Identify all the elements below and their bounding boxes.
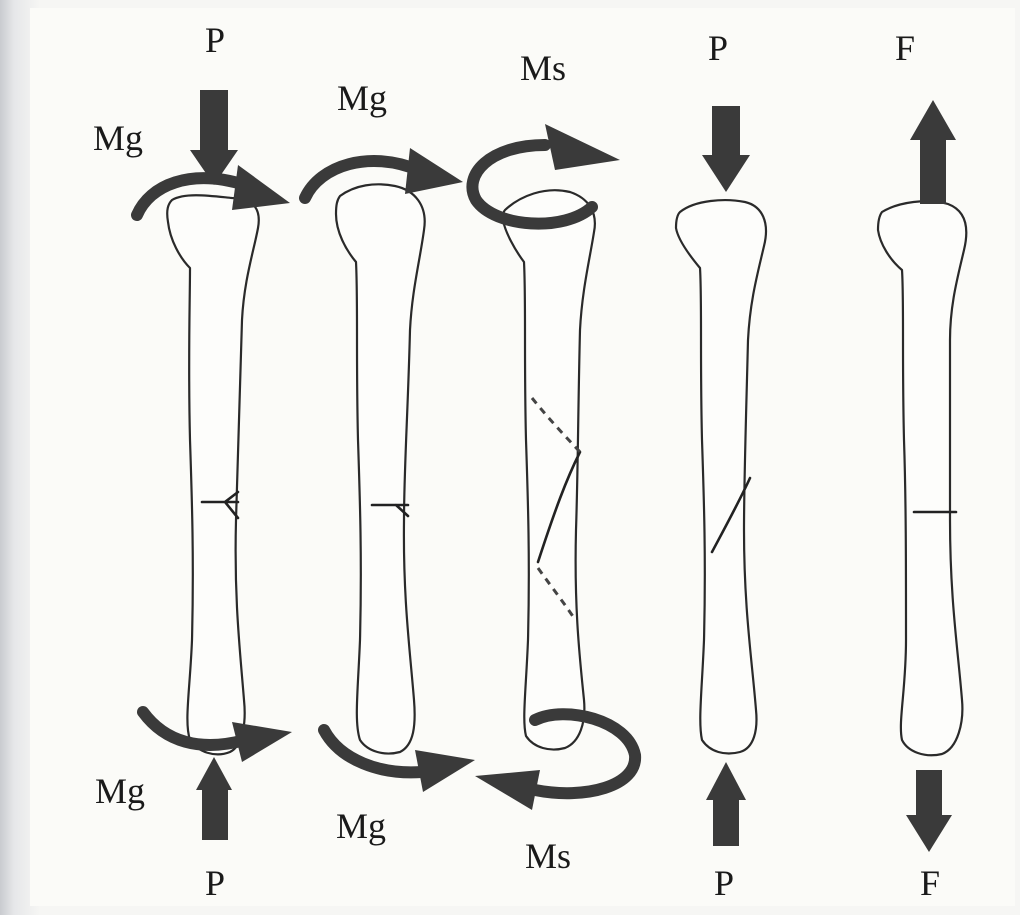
bone-5-bottom-f-label: F: [920, 863, 940, 903]
bone-2-top-mg-label: Mg: [337, 78, 387, 118]
bone-1-top-p-label: P: [205, 20, 225, 60]
bone-4-bottom-p-label: P: [714, 863, 734, 903]
bone-5-top-f-label: F: [895, 28, 915, 68]
bone-3-top-ms-label: Ms: [520, 48, 566, 88]
bone-1-bottom-mg-label: Mg: [95, 771, 145, 811]
bone-2-bottom-mg-label: Mg: [336, 806, 386, 846]
bone-1-bottom-p-label: P: [205, 863, 225, 903]
bone-4-top-p-label: P: [708, 28, 728, 68]
bone-1-top-mg-label: Mg: [93, 118, 143, 158]
bone-3-bottom-ms-label: Ms: [525, 836, 571, 876]
